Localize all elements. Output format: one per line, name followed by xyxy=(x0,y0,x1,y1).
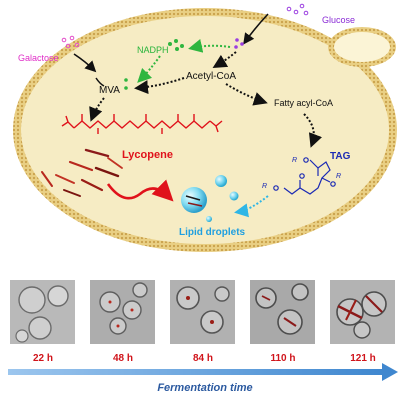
yeast-bud xyxy=(328,27,396,67)
acetyl-to-mva-arrow xyxy=(134,77,185,95)
time-label-0: 22 h xyxy=(33,353,53,364)
micrograph-121h xyxy=(330,280,395,344)
nadph-mva-dots-icon xyxy=(124,78,128,90)
time-label-4: 121 h xyxy=(350,353,376,364)
mva-label: MVA xyxy=(99,85,120,96)
glucose-arrow xyxy=(243,13,269,45)
fermentation-time-arrow xyxy=(8,363,398,381)
nadph-label: NADPH xyxy=(137,45,169,55)
yeast-cell xyxy=(13,8,397,252)
tag-label: TAG xyxy=(330,151,351,162)
time-label-2: 84 h xyxy=(193,353,213,364)
galactose-to-mva-arrow xyxy=(95,77,105,87)
lycopene-label: Lycopene xyxy=(122,149,173,161)
acetyl-coa-label: Acetyl-CoA xyxy=(186,71,236,82)
lipid-droplet-icon xyxy=(181,175,239,222)
lycopene-crystal-icon xyxy=(41,148,123,197)
micrograph-110h xyxy=(250,280,315,344)
nadph-dots-icon xyxy=(168,39,184,51)
lipid-droplets-label: Lipid droplets xyxy=(179,227,246,238)
glucose-dots-icon xyxy=(286,3,309,16)
micrograph-84h xyxy=(170,280,235,344)
micrograph-48h xyxy=(90,280,155,344)
fatty-acyl-coa-label: Fatty acyl-CoA xyxy=(274,98,333,108)
glucose-to-acetyl-arrow xyxy=(212,51,237,69)
crystal-to-droplet-arrow xyxy=(106,179,174,202)
glucose-label: Glucose xyxy=(322,15,355,25)
tag-molecule-icon xyxy=(273,157,336,195)
tag-r-label-3: R xyxy=(262,183,267,190)
mva-to-lycopene-arrow xyxy=(89,97,105,122)
fatty-to-tag-arrow xyxy=(303,113,323,148)
galactose-arrow xyxy=(73,53,97,73)
galactose-label: Galactose xyxy=(18,53,59,63)
tag-to-droplet-arrow xyxy=(234,195,269,218)
lycopene-molecule-icon xyxy=(61,114,223,134)
fermentation-time-label: Fermentation time xyxy=(157,382,252,394)
time-label-1: 48 h xyxy=(113,353,133,364)
time-label-3: 110 h xyxy=(270,353,295,364)
tag-r-label-2: R xyxy=(336,173,341,180)
tag-r-label-1: R xyxy=(292,157,297,164)
micrograph-22h xyxy=(10,280,75,344)
nadph-to-mva-arrow xyxy=(137,55,161,83)
galactose-dots-icon xyxy=(61,35,80,49)
glucose-uptake-dots-icon xyxy=(234,38,244,49)
